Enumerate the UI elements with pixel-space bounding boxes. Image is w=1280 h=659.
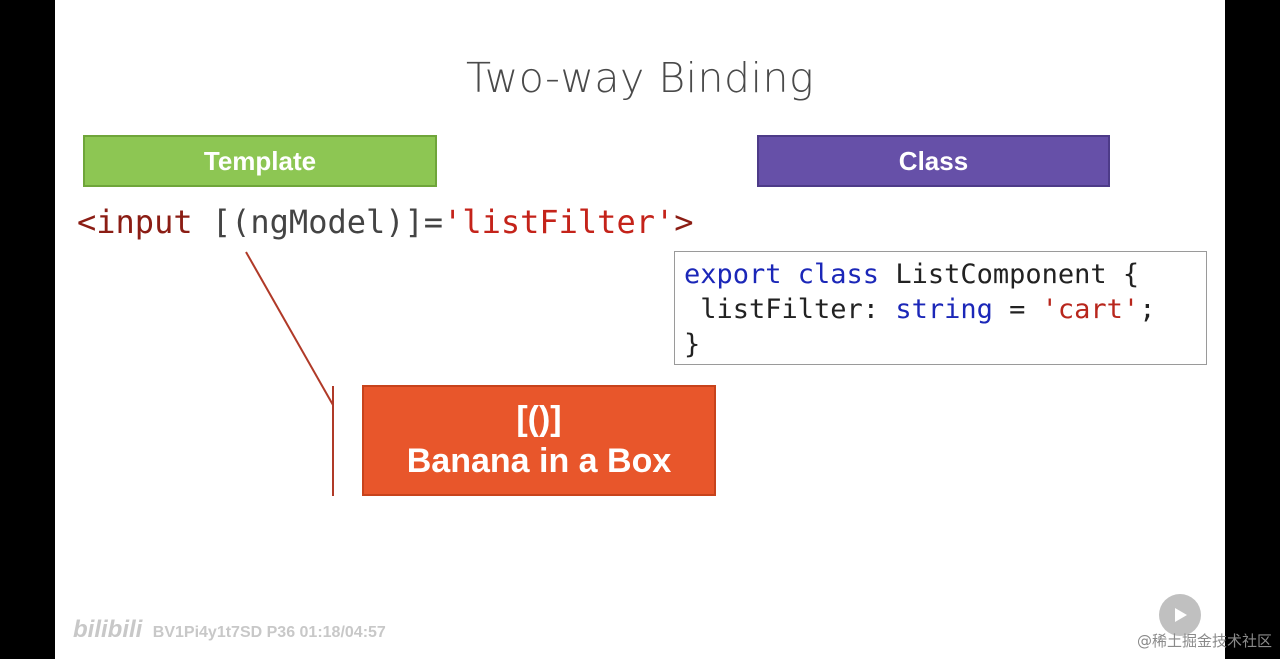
banana-in-a-box-callout: [()] Banana in a Box — [362, 385, 716, 496]
banana-symbol: [()] — [516, 399, 562, 438]
class-code-line-1: export class ListComponent { — [684, 257, 1206, 292]
code-prop-end: ; — [1139, 294, 1156, 325]
watermark-text: BV1Pi4y1t7SD P36 01:18/04:57 — [152, 624, 386, 641]
code-prop-eq: = — [992, 294, 1042, 325]
code-listfilter-value: 'listFilter' — [443, 203, 675, 241]
code-close-tag: > — [674, 203, 694, 241]
credit-text: @稀土掘金技术社区 — [1136, 632, 1272, 650]
template-label-text: Template — [203, 145, 317, 176]
code-export-class: export class — [684, 259, 880, 290]
play-icon — [1175, 608, 1187, 622]
template-label: Template — [83, 135, 437, 187]
template-code: <input [(ngModel)]='listFilter'> — [77, 203, 694, 241]
slide: Two-way Binding Template Class <input [(… — [55, 0, 1225, 659]
class-code-line-3: } — [684, 329, 701, 360]
bilibili-logo-icon: bilibili — [73, 616, 143, 643]
code-prop-type: string — [895, 294, 993, 325]
class-code-line-2: listFilter: string = 'cart'; — [684, 292, 1206, 327]
code-class-name: ListComponent { — [879, 259, 1140, 290]
video-watermark: bilibili BV1Pi4y1t7SD P36 01:18/04:57 — [73, 616, 386, 644]
code-equals: = — [423, 203, 444, 241]
slide-title: Two-way Binding — [465, 54, 815, 102]
code-prop-value: 'cart' — [1041, 294, 1140, 325]
class-label: Class — [757, 135, 1110, 187]
class-label-text: Class — [898, 145, 969, 176]
class-code-box: export class ListComponent { listFilter:… — [674, 251, 1207, 365]
code-input-tag: <input — [77, 203, 212, 241]
code-ngmodel-binding: [(ngModel)] — [211, 203, 424, 241]
code-prop-name: listFilter: — [684, 294, 896, 325]
play-button[interactable] — [1159, 594, 1201, 636]
banana-text: Banana in a Box — [406, 441, 672, 480]
